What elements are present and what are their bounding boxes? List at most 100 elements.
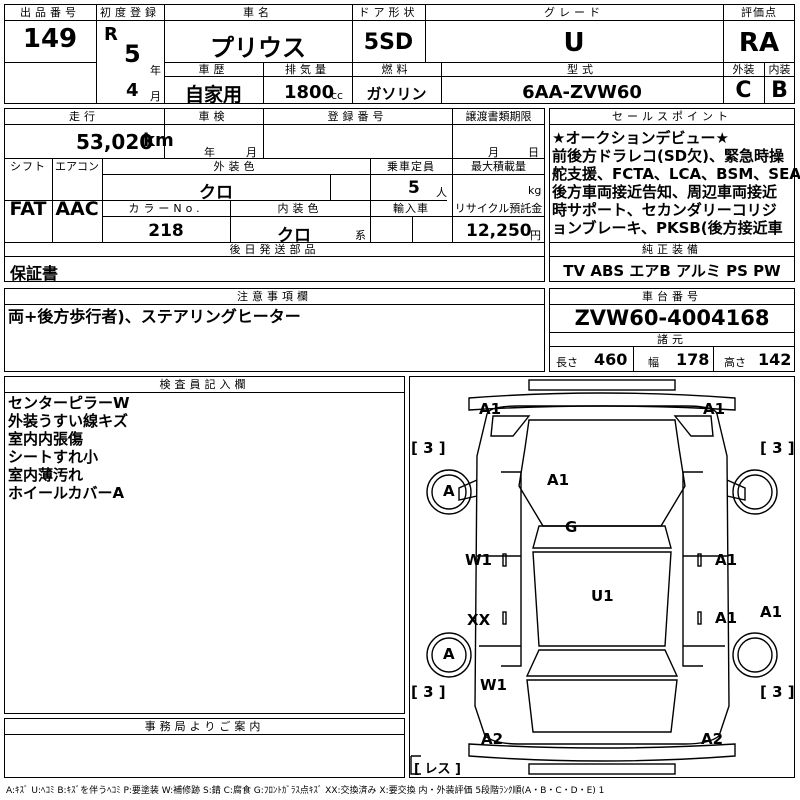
tire-depth-rl: [ 3 ] (411, 683, 446, 701)
inspector-line: センターピラーW (8, 394, 130, 412)
notes-value: 両+後方歩行者)、ステアリングヒーター (8, 307, 301, 326)
history-value: 自家用 (184, 84, 242, 106)
header-notes: 注意事項欄 (237, 290, 312, 303)
score-value: RA (738, 28, 780, 58)
damage-front-left: A1 (479, 400, 502, 418)
header-max-load: 最大積載量 (471, 160, 526, 173)
tire-depth-rr: [ 3 ] (760, 683, 795, 701)
damage-front-right: A1 (703, 400, 726, 418)
length-value: 460 (594, 350, 628, 369)
header-sales-points: セールスポイント (612, 110, 732, 123)
header-grade: グレード (544, 6, 604, 19)
header-history: 車歴 (198, 63, 229, 76)
header-transfer-doc: 譲渡書類期限 (465, 110, 532, 123)
header-aircon: エアコン (55, 160, 99, 173)
legend-text: A:ｷｽﾞ U:ﾍｺﾐ B:ｷｽﾞを伴うﾍｺﾐ P:要塗装 W:補修跡 S:錆 … (6, 786, 605, 796)
yen-unit: 円 (530, 229, 541, 242)
grade-value: U (563, 28, 585, 58)
month-unit: 月 (150, 90, 161, 103)
km-unit: km (143, 130, 174, 151)
damage-rear-quarter-left: W1 (480, 676, 507, 694)
header-shift: シフト (10, 160, 46, 173)
header-recycle: リサイクル預託金 (454, 202, 543, 215)
genuine-equipment: TV ABS エアB アルミ PS PW (563, 262, 781, 280)
reg-month: 4 (126, 80, 139, 101)
era: R (104, 24, 118, 45)
inspector-line: 外装うすい線キズ (8, 412, 129, 430)
sales-points-section (549, 108, 795, 282)
capacity-value: 5 (408, 178, 420, 198)
header-car-name: 車名 (243, 6, 273, 19)
inspector-line: 室内薄汚れ (8, 466, 84, 484)
doc-day-unit: 日 (528, 146, 539, 159)
kg-unit: kg (528, 184, 542, 197)
mid-left-section (4, 108, 545, 282)
doc-month-unit: 月 (488, 146, 499, 159)
lot-number: 149 (22, 24, 78, 54)
height-label: 高さ (724, 356, 746, 369)
displacement-value: 1800 (284, 82, 335, 103)
header-model-code: 型式 (567, 63, 597, 76)
damage-wheel-rl: A (443, 645, 455, 663)
damage-wheel-fl: A (443, 482, 455, 500)
damage-rear-door-right: A1 (715, 609, 738, 627)
damage-front-door-right: A1 (715, 551, 738, 569)
top-section (4, 4, 795, 104)
header-lot-no: 出品番号 (20, 6, 80, 19)
header-color-no: カラーNo. (128, 202, 204, 215)
damage-roof: U1 (591, 587, 614, 605)
mileage-value: 53,020 (76, 130, 154, 154)
header-fuel: 燃料 (381, 63, 412, 76)
header-int-color: 内装色 (277, 202, 323, 215)
damage-rear-door-left: XX (467, 611, 491, 629)
inspector-line: ホイールカバーA (8, 484, 125, 502)
office-section (4, 718, 405, 778)
capacity-unit: 人 (436, 186, 447, 199)
chassis-section (549, 288, 795, 372)
header-capacity: 乗車定員 (387, 160, 435, 173)
header-first-reg: 初度登録 (100, 6, 160, 19)
damage-rear-right: A2 (701, 730, 724, 748)
tire-depth-fl: [ 3 ] (411, 439, 446, 457)
header-mileage: 走行 (69, 110, 99, 123)
header-door: ドア形状 (358, 6, 419, 19)
fuel-value: ガソリン (366, 85, 427, 103)
damage-front-door-left: W1 (465, 551, 492, 569)
later-parts-value: 保証書 (10, 264, 59, 283)
int-color-unit: 系 (355, 229, 366, 242)
header-displacement: 排気量 (285, 63, 330, 76)
model-code-value: 6AA-ZVW60 (522, 82, 642, 103)
inspection-year-unit: 年 (204, 146, 215, 159)
spare-tire: [ レス ] (414, 762, 461, 777)
inspector-section (4, 376, 405, 714)
header-later-parts: 後日発送部品 (229, 243, 320, 256)
header-chassis: 車台番号 (642, 290, 702, 303)
header-inspection: 車検 (198, 110, 229, 123)
header-interior: 内装 (768, 63, 791, 76)
chassis-number: ZVW60-4004168 (574, 306, 770, 330)
header-ext-color: 外装色 (213, 160, 259, 173)
header-genuine: 純正装備 (642, 243, 702, 256)
height-value: 142 (758, 350, 792, 369)
header-import: 輸入車 (393, 202, 429, 215)
car-outline-diagram (410, 379, 778, 775)
door-type: 5SD (363, 30, 414, 55)
damage-rear-fender-right: A1 (760, 603, 783, 621)
color-no-value: 218 (148, 221, 184, 241)
reg-year: 5 (124, 40, 141, 68)
sales-point-line: 後方車両接近告知、周辺車両接近 (552, 183, 778, 201)
header-score: 評価点 (741, 6, 777, 19)
damage-rear-left: A2 (481, 730, 504, 748)
width-value: 178 (676, 350, 710, 369)
length-label: 長さ (556, 356, 578, 369)
header-inspector: 検査員記入欄 (159, 378, 250, 391)
damage-diagram (409, 376, 795, 778)
exterior-score: C (735, 78, 752, 103)
ext-color-value: クロ (199, 183, 233, 203)
damage-windshield: G (565, 518, 578, 536)
year-unit: 年 (150, 64, 161, 77)
sales-point-line: 舵支援、FCTA、LCA、BSM、SEA、 (552, 165, 800, 183)
interior-score: B (771, 78, 788, 103)
sales-point-line: 時サポート、セカンダリーコリジ (552, 201, 777, 219)
damage-hood: A1 (547, 471, 570, 489)
